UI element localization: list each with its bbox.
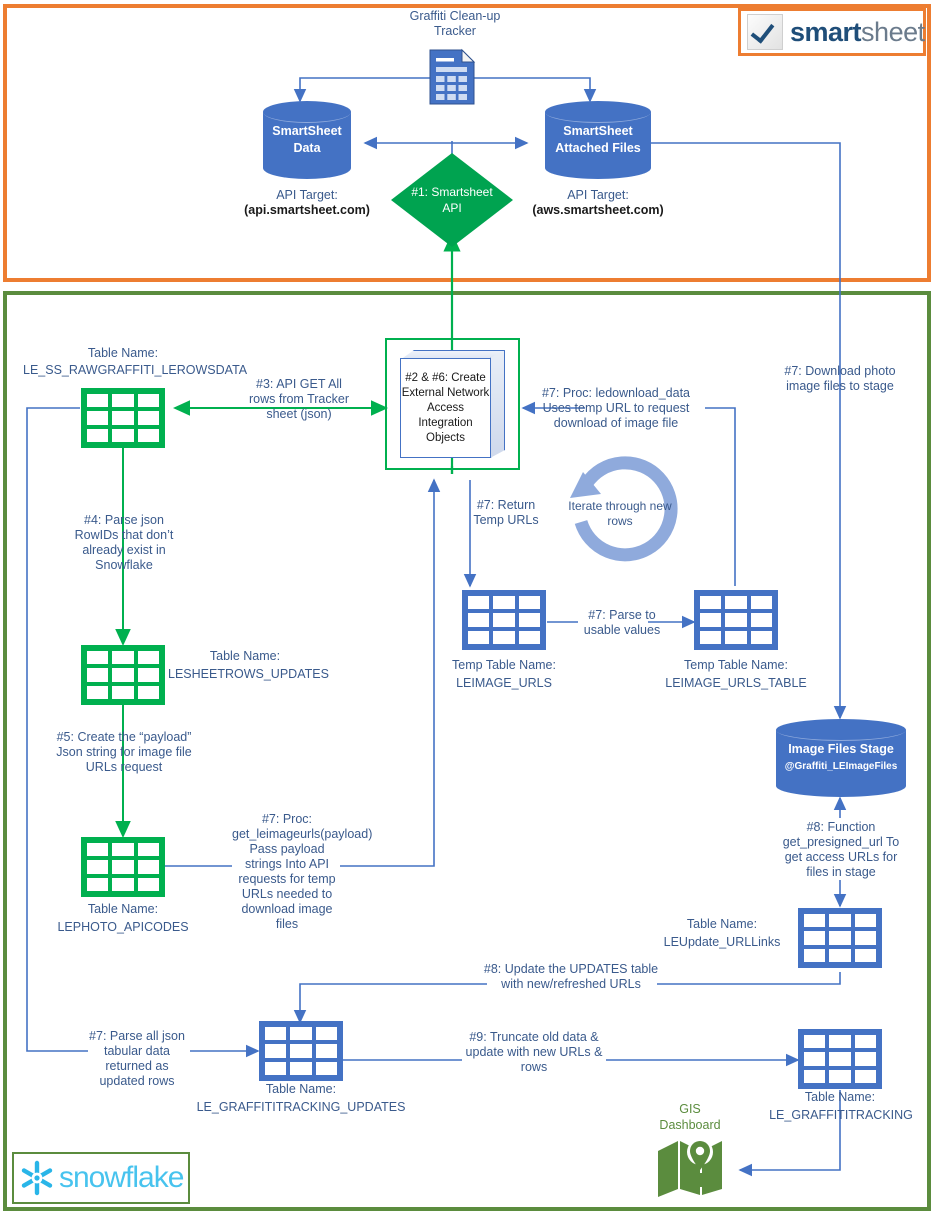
table-leimage-urls [462,590,546,650]
attachedfiles-line2: Attached Files [555,141,641,155]
integration-objects-frame [385,338,520,470]
lesheetrows-name-label: Table Name: [209,649,281,663]
smartsheet-data-line1: SmartSheet [272,124,342,138]
lesheetrows-name-value: LESHEETROWS_UPDATES [168,667,329,681]
table-le-graffititracking [798,1029,882,1089]
gtupdates-name-value: LE_GRAFFITITRACKING_UPDATES [196,1100,406,1114]
flow-label-step5: #5: Create the “payload” Json string for… [56,730,192,774]
data-api-target-value: (api.smartsheet.com) [244,203,370,217]
leupdate-name-label: Table Name: [686,917,758,931]
attachedfiles-line1: SmartSheet [563,124,633,138]
lephoto-name-label: Table Name: [87,902,159,916]
snowflake-wordmark: snowflake [59,1161,184,1194]
files-api-target-label: API Target: [567,188,629,202]
iterate-loop-icon: Iterate through new rows [556,450,684,578]
spreadsheet-icon [428,48,476,106]
table-leupdate-urllinks [798,908,882,968]
flow-label-step7-download-photos: #7: Download photo image files to stage [784,364,896,393]
rawrowsdata-name-value: LE_SS_RAWGRAFFITI_LEROWSDATA [23,363,248,377]
gtupdates-name-label: Table Name: [265,1082,337,1096]
api-diamond-line2: API [442,201,462,215]
flow-label-step7-getimageurls: #7: Proc: get_leimageurls(payload) Pass … [232,812,373,931]
smartsheet-data-line2: Data [293,141,321,155]
lephoto-name-value: LEPHOTO_APICODES [57,920,189,934]
flow-label-step7-parse-usable: #7: Parse to usable values [583,608,661,637]
snowflake-zone-panel [3,291,931,1211]
checkbox-icon [747,14,783,50]
stage-line1: Image Files Stage [788,742,894,756]
rawrowsdata-name-label: Table Name: [87,346,159,360]
flow-label-step4: #4: Parse json RowIDs that don’t already… [74,513,174,572]
snowflake-icon [19,1160,55,1196]
flow-label-step8-presigned: #8: Function get_presigned_url To get ac… [782,820,900,879]
flow-label-step8-update-updates: #8: Update the UPDATES table with new/re… [483,962,659,991]
smartsheet-wordmark: smartsheet [790,16,925,47]
flow-label-step7-ledownload: #7: Proc: ledownload_data Uses temp URL … [541,386,691,430]
smartsheet-attachedfiles-cylinder: SmartSheet Attached Files [545,101,651,179]
gis-label-line1: GIS [679,1102,701,1116]
integration-objects-cube: #2 & #6: Create External Network Access … [400,350,505,458]
smartsheet-zone-panel [3,4,931,282]
leimageurls-name-label: Temp Table Name: [452,658,556,672]
gt-name-value: LE_GRAFFITITRACKING [769,1108,913,1122]
smartsheet-word-bold: smart [790,16,862,47]
smartsheet-logo: smartsheet [738,8,926,56]
flow-label-step3: #3: API GET All rows from Tracker sheet … [248,377,349,421]
flow-label-step9-truncate: #9: Truncate old data & update with new … [465,1030,603,1074]
integration-objects-text: #2 & #6: Create External Network Access … [401,371,490,444]
gis-label-line2: Dashboard [659,1118,721,1132]
table-le-graffititracking-updates [259,1021,343,1081]
flow-label-step7-parse-all: #7: Parse all json tabular data returned… [89,1029,185,1088]
table-lesheetrows-updates [81,645,165,705]
image-files-stage-cylinder: Image Files Stage @Graffiti_LEImageFiles [776,719,906,797]
api-diamond-line1: #1: Smartsheet [411,185,493,199]
table-rawgraffiti-lerowsdata [81,388,165,448]
data-api-target-label: API Target: [276,188,338,202]
smartsheet-data-cylinder: SmartSheet Data [263,101,351,179]
stage-line2: @Graffiti_LEImageFiles [784,761,898,772]
table-lephoto-apicodes [81,837,165,897]
leupdate-name-value: LEUpdate_URLLinks [663,935,781,949]
files-api-target-value: (aws.smartsheet.com) [532,203,664,217]
flow-label-step7-return-temp-urls: #7: Return Temp URLs [473,498,539,527]
tracker-title: Graffiti Clean-up Tracker [409,9,501,38]
snowflake-logo: snowflake [12,1152,190,1204]
iterate-loop-text: Iterate through new rows [568,499,672,528]
gt-name-label: Table Name: [804,1090,876,1104]
map-pin-icon [656,1137,726,1199]
table-leimage-urls-table [694,590,778,650]
leimageurlstable-name-label: Temp Table Name: [684,658,788,672]
leimageurlstable-name-value: LEIMAGE_URLS_TABLE [665,676,807,690]
smartsheet-word-light: sheet [861,16,925,47]
smartsheet-api-diamond: #1: Smartsheet API [391,153,513,247]
leimageurls-name-value: LEIMAGE_URLS [456,676,552,690]
